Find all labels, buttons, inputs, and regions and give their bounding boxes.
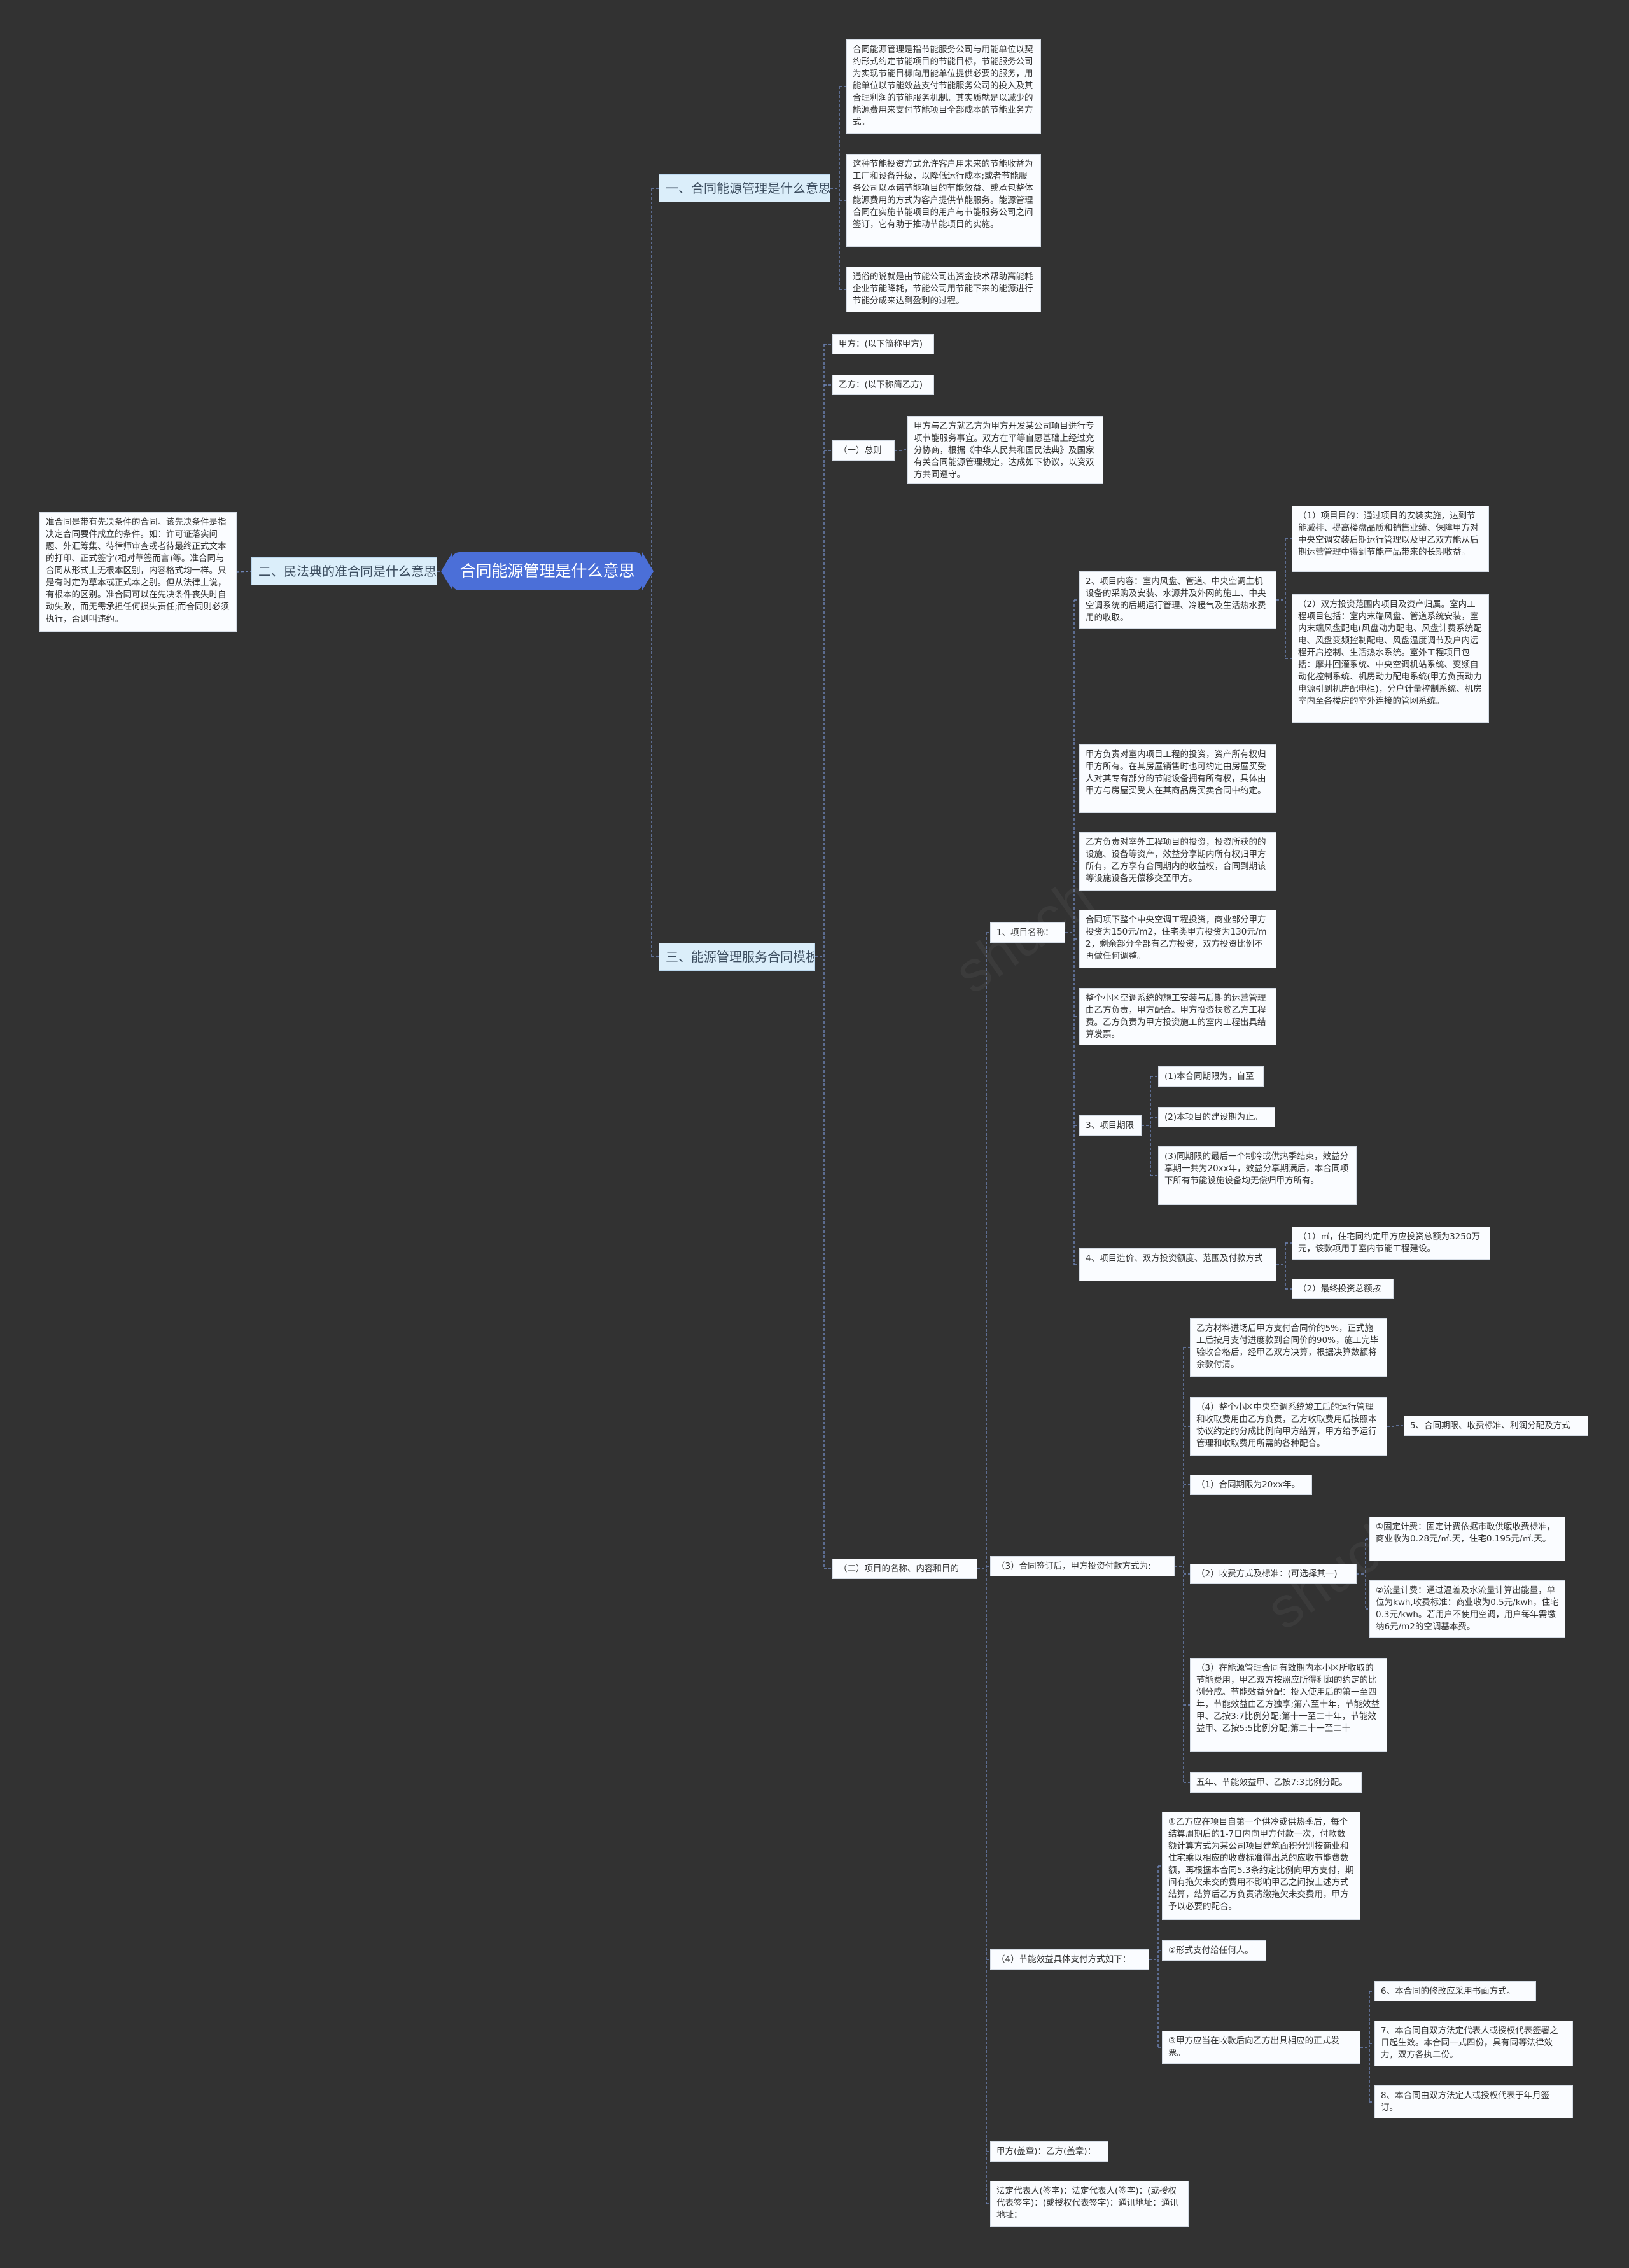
node-share2[interactable]: 五年、节能效益甲、乙按7:3比例分配。 [1190,1772,1362,1793]
node-para-4[interactable]: 整个小区空调系统的施工安装与后期的运营管理由乙方负责，甲方配合。甲方投资扶贫乙方… [1079,988,1276,1045]
node-para-2[interactable]: 乙方负责对室外工程项目的投资，投资所获的的设施、设备等资产，效益分享期内所有权归… [1079,832,1276,891]
node-project-name[interactable]: 1、项目名称： [990,922,1065,943]
node-share[interactable]: （3）在能源管理合同有效期内本小区所收取的节能费用，甲乙双方按照应所得利润的约定… [1190,1658,1387,1752]
node-note-8[interactable]: 8、本合同由双方法定人或授权代表于年月签订。 [1374,2085,1573,2118]
node-payment-item3[interactable]: （1）合同期限为20xx年。 [1190,1475,1312,1495]
node-sign2[interactable]: 法定代表人(签字)：法定代表人(签字)：(或授权代表签字)：(或授权代表签字)：… [990,2181,1189,2227]
node-sign1[interactable]: 甲方(盖章)：乙方(盖章)： [990,2141,1108,2162]
node-settle-label[interactable]: （4）节能效益具体支付方式如下： [990,1949,1149,1970]
node-settle-item1[interactable]: ①乙方应在项目自第一个供冷或供热季后，每个结算周期后的1-7日内向甲方付款一次，… [1162,1812,1360,1920]
node-party-a[interactable]: 甲方：(以下简称甲方) [832,334,934,354]
node-section2-label[interactable]: （二）项目的名称、内容和目的 [832,1559,977,1579]
node-fees-flow[interactable]: ②流量计费：通过温差及水流量计算出能量，单位为kwh,收费标准：商业收为0.5元… [1369,1580,1565,1638]
node-s3-title[interactable]: 三、能源管理服务合同模板 [659,943,815,971]
node-note-6[interactable]: 6、本合同的修改应采用书面方式。 [1374,1981,1536,2001]
node-para-3[interactable]: 合同项下整个中央空调工程投资，商业部分甲方投资为150元/m2，住宅类甲方投资为… [1079,910,1276,968]
node-period-item2[interactable]: (2)本项目的建设期为止。 [1158,1107,1275,1127]
root-node[interactable]: 合同能源管理是什么意思 [441,552,654,590]
node-fees-fixed[interactable]: ①固定计费：固定计费依据市政供暖收费标准，商业收为0.28元/㎡.天，住宅0.1… [1369,1517,1565,1561]
node-payment-label[interactable]: （3）合同签订后，甲方投资付款方式为: [990,1556,1175,1576]
node-payment-item2[interactable]: （4）整个小区中央空调系统竣工后的运行管理和收取费用由乙方负责，乙方收取费用后按… [1190,1397,1387,1456]
node-s1-item2[interactable]: 这种节能投资方式允许客户用未来的节能收益为工厂和设备升级，以降低运行成本;或者节… [846,154,1041,247]
node-cost-label[interactable]: 4、项目造价、双方投资额度、范围及付款方式 [1079,1248,1276,1281]
connector-line [236,571,252,573]
node-general-text[interactable]: 甲方与乙方就乙方为甲方开发某公司项目进行专项节能服务事宜。双方在平等自愿基础上经… [907,416,1103,484]
node-project-content[interactable]: 2、项目内容：室内风盘、管道、中央空调主机设备的采购及安装、水源井及外网的施工、… [1079,571,1276,629]
node-general-label[interactable]: （一）总则 [832,440,895,461]
node-period-label[interactable]: 3、项目期限 [1079,1115,1142,1136]
node-para-1[interactable]: 甲方负责对室内项目工程的投资，资产所有权归甲方所有。在其房屋销售时也可约定由房屋… [1079,744,1276,813]
node-party-b[interactable]: 乙方：(以下称简乙方) [832,375,934,395]
node-s2-note[interactable]: 准合同是带有先决条件的合同。该先决条件是指决定合同要件成立的条件。如：许可证落实… [39,512,237,632]
node-content-item2[interactable]: （2）双方投资范围内项目及资产归属。室内工程项目包括：室内末端风盘、管道系统安装… [1292,594,1489,723]
node-settle-item3[interactable]: ③甲方应当在收款后向乙方出具相应的正式发票。 [1162,2031,1360,2064]
node-note-7[interactable]: 7、本合同自双方法定代表人或授权代表签署之日起生效。本合同一式四份，具有同等法律… [1374,2021,1573,2066]
node-s2-title[interactable]: 二、民法典的准合同是什么意思 [251,557,437,585]
node-cost-item1[interactable]: （1）㎡，住宅同约定甲方应投资总额为3250万元，该款项用于室内节能工程建设。 [1292,1227,1490,1260]
node-content-item1[interactable]: （1）项目目的：通过项目的安装实施，达到节能减排、提高楼盘品质和销售业绩、保障甲… [1292,506,1489,572]
node-s1-title[interactable]: 一、合同能源管理是什么意思 [659,174,830,202]
node-period-item1[interactable]: (1)本合同期限为，自至 [1158,1066,1264,1087]
node-period-item3[interactable]: (3)同期限的最后一个制冷或供热季结束，效益分享期一共为20xx年，效益分享期满… [1158,1146,1357,1205]
node-payment-sidenote[interactable]: 5、合同期限、收费标准、利润分配及方式 [1404,1416,1588,1436]
node-fees-label[interactable]: （2）收费方式及标准：(可选择其一) [1190,1564,1357,1584]
node-s1-item3[interactable]: 通俗的说就是由节能公司出资金技术帮助高能耗企业节能降耗，节能公司用节能下来的能源… [846,267,1041,312]
node-cost-item2[interactable]: （2）最终投资总额按 [1292,1279,1394,1299]
node-s1-item1[interactable]: 合同能源管理是指节能服务公司与用能单位以契约形式约定节能项目的节能目标，节能服务… [846,39,1041,134]
node-settle-item2[interactable]: ②形式支付给任何人。 [1162,1940,1266,1961]
node-payment-item1[interactable]: 乙方材料进场后甲方支付合同价的5%，正式施工后按月支付进度款到合同价的90%，施… [1190,1318,1387,1377]
